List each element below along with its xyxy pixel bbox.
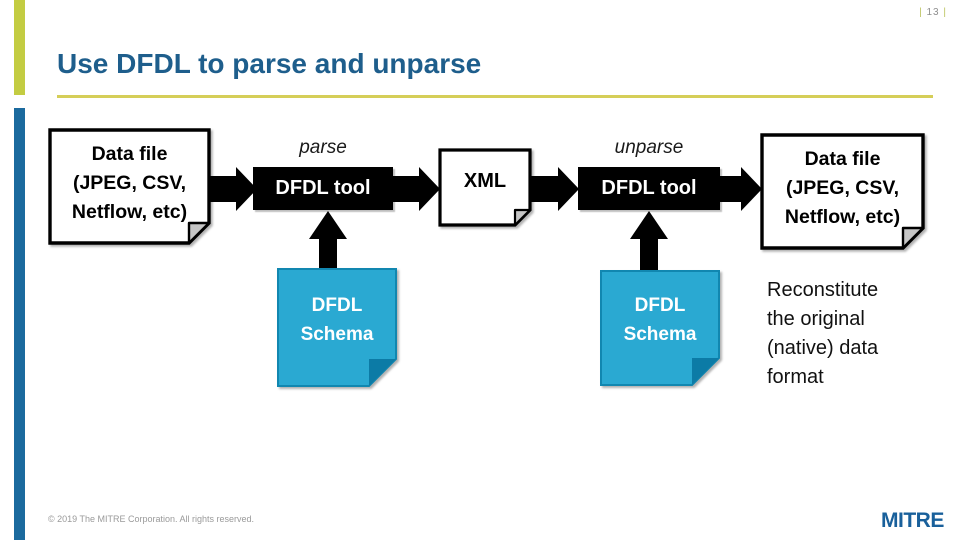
dfdl-tool-box-unparse: DFDL tool [578, 167, 720, 210]
folded-corner-icon [187, 221, 211, 245]
folded-corner-icon [901, 226, 925, 250]
folded-corner-icon [369, 359, 396, 386]
arrow-right-icon-2 [392, 167, 440, 211]
document-shape [760, 133, 925, 250]
xml-box: XML [438, 148, 532, 227]
datafile-box-right: Data file (JPEG, CSV, Netflow, etc) [760, 133, 925, 250]
document-shape [600, 270, 720, 386]
dfdl-tool-box-parse: DFDL tool [253, 167, 393, 210]
document-shape [277, 268, 397, 387]
slide-title: Use DFDL to parse and unparse [57, 48, 482, 79]
accent-bar-yellow [14, 0, 25, 95]
document-shape [438, 148, 532, 227]
accent-bar-blue [14, 108, 25, 540]
mitre-logo: MITRE [881, 509, 944, 532]
schema-right-label: DFDL Schema [623, 295, 697, 345]
parse-label: parse [299, 137, 347, 158]
folded-corner-icon [513, 208, 532, 227]
page-number-value: 13 [926, 7, 940, 18]
schema-box-left: DFDL Schema [277, 268, 397, 387]
schema-box-right: DFDL Schema [600, 270, 720, 386]
schema-left-label: DFDL Schema [300, 294, 374, 345]
copyright-text: © 2019 The MITRE Corporation. All rights… [48, 514, 255, 524]
document-shape [48, 128, 211, 245]
datafile-box-left: Data file (JPEG, CSV, Netflow, etc) [48, 128, 211, 245]
arrow-right-icon-1 [210, 167, 257, 211]
title-underline [57, 95, 933, 98]
page-number-pipe-right: | [943, 7, 947, 18]
unparse-label: unparse [614, 137, 684, 158]
arrow-right-icon-3 [531, 167, 579, 211]
arrow-right-icon-4 [719, 167, 762, 211]
datafile-right-label: Data file (JPEG, CSV, Netflow, etc) [784, 148, 901, 228]
page-number-pipe-left: | [919, 7, 923, 18]
folded-corner-icon [692, 358, 719, 385]
note-text: Reconstitute the original (native) data … [767, 279, 879, 388]
datafile-left-label: Data file (JPEG, CSV, Netflow, etc) [71, 143, 188, 223]
page-number: | 13 | [919, 7, 947, 18]
xml-label: XML [463, 170, 507, 192]
